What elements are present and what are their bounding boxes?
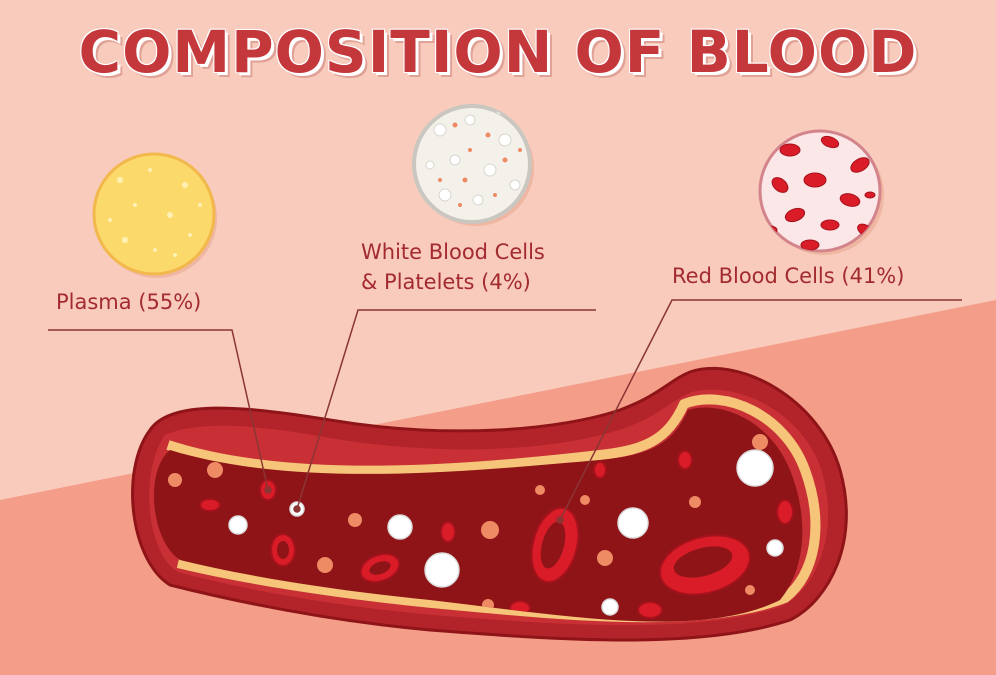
plasma-leader-line xyxy=(48,329,269,491)
rbc-label: Red Blood Cells (41%) xyxy=(672,264,905,288)
rbc-leader-line xyxy=(559,299,962,521)
page-title: COMPOSITION OF BLOOD xyxy=(78,18,918,86)
white-cells-sample-icon xyxy=(412,104,534,226)
wbc-label-line2: & Platelets (4%) xyxy=(361,270,531,294)
wbc-leader-line xyxy=(296,309,596,510)
platelets xyxy=(168,434,768,611)
leader-lines xyxy=(48,299,962,524)
blood-vessel xyxy=(131,366,848,642)
plasma-label: Plasma (55%) xyxy=(56,290,202,314)
wbc-label-line1: White Blood Cells xyxy=(361,240,545,264)
red-cells-sample-icon xyxy=(758,129,884,255)
plasma-sample-icon xyxy=(92,152,217,278)
white-blood-cells xyxy=(228,449,784,616)
